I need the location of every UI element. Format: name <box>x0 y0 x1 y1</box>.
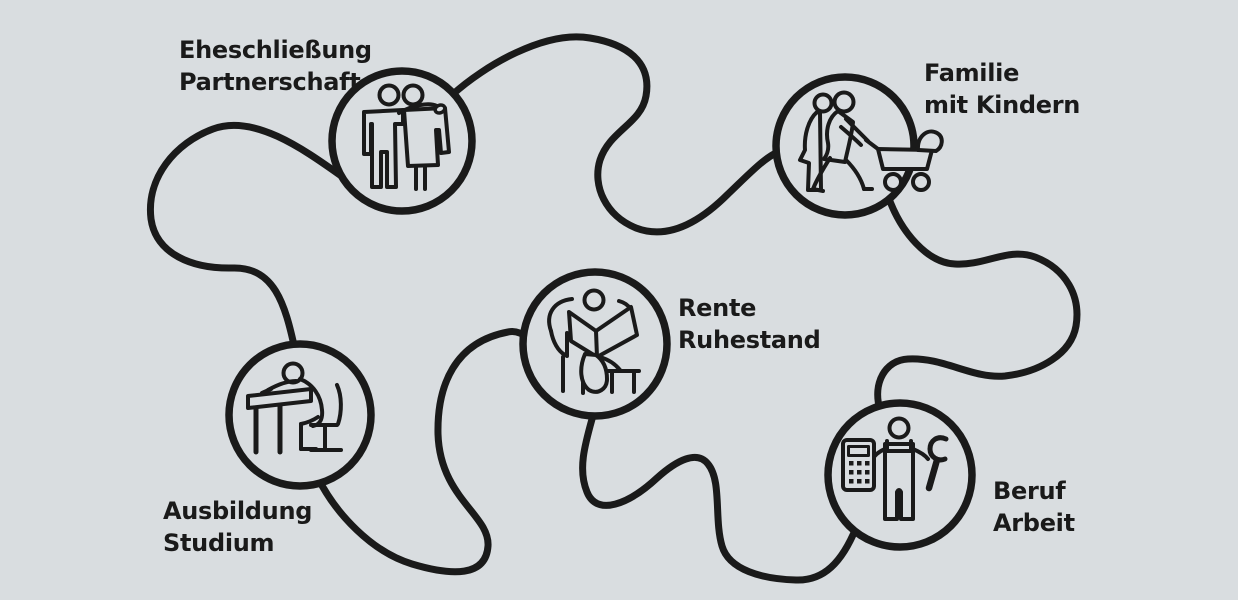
label-ausbildung-line1: Ausbildung <box>163 497 313 525</box>
reading-armchair-icon <box>547 288 641 395</box>
label-eheschliessung: Eheschließung Partnerschaft <box>179 34 372 98</box>
label-beruf-line1: Beruf <box>993 477 1066 505</box>
station-ausbildung <box>225 340 375 490</box>
label-eheschliessung-line2: Partnerschaft <box>179 68 361 96</box>
label-ausbildung: Ausbildung Studium <box>163 495 312 559</box>
label-eheschliessung-line1: Eheschließung <box>179 36 372 64</box>
trail-segment-rente-beruf <box>579 408 860 584</box>
label-rente-line2: Ruhestand <box>678 326 821 354</box>
label-beruf-line2: Arbeit <box>993 509 1075 537</box>
label-familie-line2: mit Kindern <box>924 91 1081 119</box>
life-path-trail <box>146 33 1081 584</box>
trail-segment-familie-beruf <box>874 192 1081 414</box>
student-at-desk-icon <box>246 361 343 455</box>
trail-segment-ehe-ausbildung <box>146 121 354 354</box>
trail-segment-ehe-familie <box>448 33 782 236</box>
station-familie <box>772 73 944 219</box>
station-rente <box>519 268 671 420</box>
label-rente-line1: Rente <box>678 294 757 322</box>
trail-segment-ausbildung-rente <box>314 328 532 576</box>
label-beruf: Beruf Arbeit <box>993 475 1075 539</box>
worker-tools-icon <box>841 416 949 521</box>
label-rente: Rente Ruhestand <box>678 292 821 356</box>
calculator-buttons <box>849 461 870 484</box>
station-beruf <box>824 399 976 551</box>
label-familie-line1: Familie <box>924 59 1020 87</box>
parents-stroller-icon <box>798 90 944 193</box>
station-eheschliessung <box>328 67 476 215</box>
couple-icon <box>362 83 451 191</box>
label-familie: Familie mit Kindern <box>924 57 1080 121</box>
label-ausbildung-line2: Studium <box>163 529 275 557</box>
